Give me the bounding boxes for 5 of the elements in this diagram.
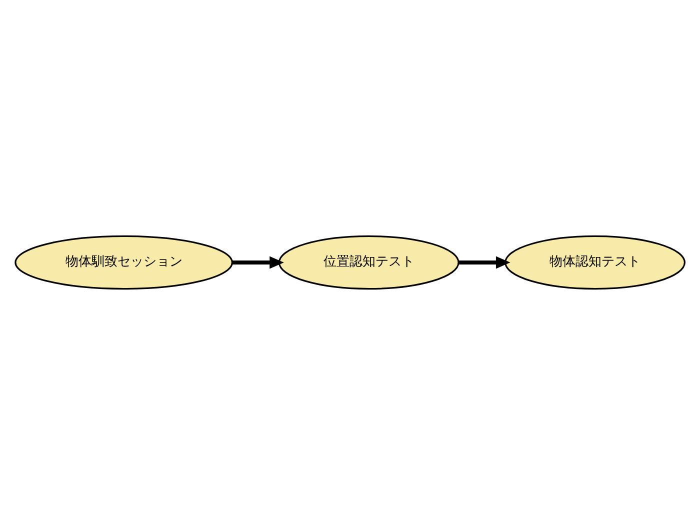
arrow [458, 256, 510, 269]
node-ellipse: 物体馴致セッション [14, 235, 234, 290]
node-ellipse: 物体認知テスト [504, 235, 686, 290]
arrow [232, 256, 284, 269]
node-ellipse: 位置認知テスト [278, 235, 460, 290]
